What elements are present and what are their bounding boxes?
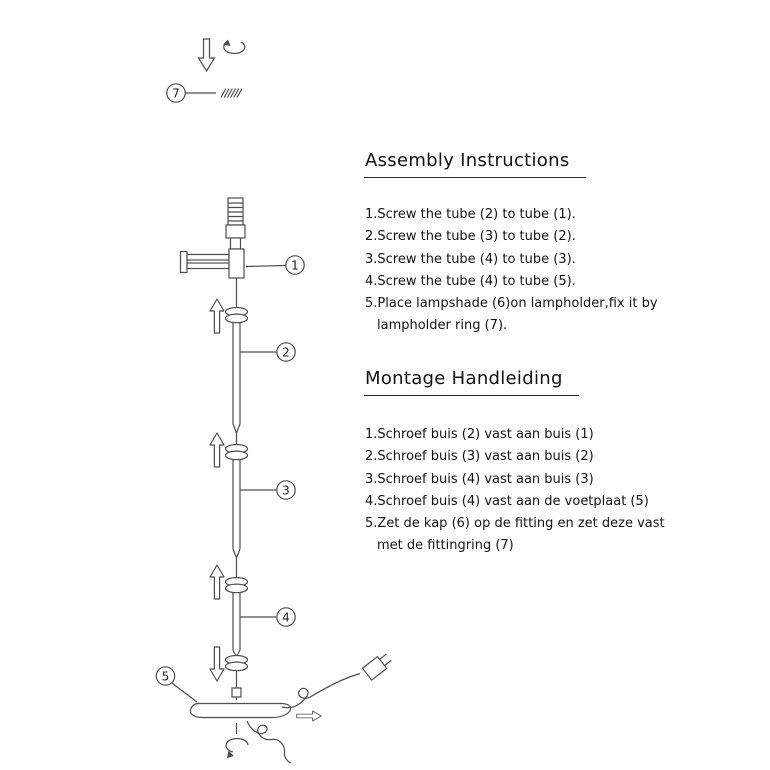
cord-below-base xyxy=(246,720,292,764)
montage-handleiding-title: Montage Handleiding xyxy=(364,368,579,396)
insert-arrow-down-icon xyxy=(209,646,225,682)
screw-rotation-indicator-bottom xyxy=(225,723,249,758)
collar-ring-icon xyxy=(224,443,249,461)
lampholder xyxy=(225,197,246,250)
tube-3 xyxy=(224,443,249,580)
callout-label-3: 3 xyxy=(282,483,290,497)
arrow-down-icon xyxy=(197,38,216,73)
screw-rotation-indicator-top xyxy=(197,38,246,73)
power-plug-icon xyxy=(361,653,392,681)
assembly-instructions-title: Assembly Instructions xyxy=(364,150,586,178)
rotate-arrow-icon xyxy=(223,41,246,55)
assembly-step-5: 5.Place lampshade (6)on lampholder,fix i… xyxy=(365,296,658,312)
montage-step-3: 3.Schroef buis (4) vast aan buis (3) xyxy=(365,471,594,487)
callout-circle-7 xyxy=(166,83,186,103)
callout-leaders xyxy=(170,264,286,703)
callout-label-4: 4 xyxy=(282,610,290,624)
tube-4 xyxy=(224,576,249,700)
collar-ring-icon xyxy=(224,576,249,594)
callout-label-5: 5 xyxy=(162,669,170,683)
callout-circle-5 xyxy=(155,666,176,686)
callout-label-2: 2 xyxy=(282,345,290,359)
assembly-step-3: 3.Screw the tube (4) to tube (3). xyxy=(365,251,576,267)
insert-arrow-up-icon xyxy=(209,564,225,600)
lampholder-ring-part xyxy=(185,88,243,98)
callout-circle-3 xyxy=(276,480,296,500)
montage-step-5: 5.Zet de kap (6) op de fitting en zet de… xyxy=(365,516,665,532)
assembly-step-1: 1.Screw the tube (2) to tube (1). xyxy=(365,207,576,222)
insert-arrow-up-icon xyxy=(209,432,225,468)
rotate-arrow-icon xyxy=(225,737,249,753)
callout-circle-1 xyxy=(285,255,305,275)
base-plate xyxy=(189,702,292,719)
lamp-assembly-diagram: 7 1 2 3 4 5 xyxy=(155,38,392,764)
callout-circle-4 xyxy=(276,607,296,627)
callout-circle-2 xyxy=(276,342,296,362)
power-cord xyxy=(281,672,361,709)
tube-2 xyxy=(224,306,249,447)
montage-step-1: 1.Schroef buis (2) vast aan buis (1) xyxy=(365,427,594,442)
assembly-step-2: 2.Screw the tube (3) to tube (2). xyxy=(365,229,576,245)
montage-step-5-continued: met de fittingring (7) xyxy=(377,538,514,554)
montage-step-4: 4.Schroef buis (4) vast aan de voetplaat… xyxy=(365,493,649,509)
slide-arrow-right-icon xyxy=(296,710,322,722)
callout-label-1: 1 xyxy=(291,258,299,272)
collar-ring-icon xyxy=(224,654,249,672)
montage-steps-list: 1.Schroef buis (2) vast aan buis (1) 2.S… xyxy=(365,424,665,558)
callout-label-7: 7 xyxy=(172,86,180,100)
insert-arrow-up-icon xyxy=(209,298,225,334)
swing-arm xyxy=(179,248,245,279)
assembly-steps-list: 1.Screw the tube (2) to tube (1). 2.Scre… xyxy=(365,204,658,338)
montage-step-2: 2.Schroef buis (3) vast aan buis (2) xyxy=(365,449,594,465)
collar-ring-icon xyxy=(224,306,249,324)
assembly-step-4: 4.Screw the tube (4) to tube (5). xyxy=(365,273,576,289)
assembly-step-5-continued: lampholder ring (7). xyxy=(377,318,508,334)
